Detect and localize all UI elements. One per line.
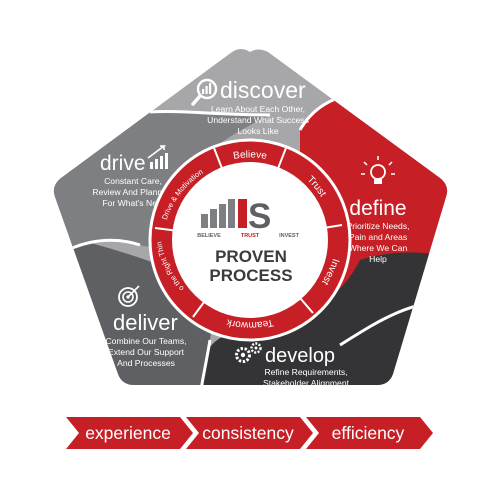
flow-label-experience: experience (85, 423, 171, 443)
gears-icon (235, 342, 262, 363)
define-title: define (349, 197, 406, 220)
deliver-title: deliver (113, 310, 178, 335)
center-title-line-2: PROCESS (209, 266, 292, 285)
develop-title: develop (265, 345, 335, 367)
flow-chevron-1 (66, 417, 193, 449)
mis-logo: S (201, 197, 271, 236)
deliver-desc-line-2: Extend Our Support (108, 347, 185, 357)
divider-drive-discover (149, 110, 271, 117)
drive-desc-line-2: Review And Planning (92, 187, 173, 197)
center-title-line-1: PROVEN (215, 247, 287, 266)
discover-desc-line-3: Looks Like (237, 126, 278, 136)
define-desc-line-1: Prioritize Needs, (346, 221, 409, 231)
define-desc-line-3: Where We Can (349, 243, 408, 253)
discover-block: discover Learn About Each Other, Underst… (191, 77, 309, 136)
develop-desc-line-2: Stakeholder Alignment (263, 378, 350, 388)
define-desc-line-2: Pain and Areas (349, 232, 407, 242)
target-icon (118, 285, 140, 307)
drive-desc-line-3: For What's Next (102, 198, 164, 208)
drive-segment (53, 111, 270, 270)
develop-block: develop Refine Requirements, Stakeholder… (235, 342, 350, 388)
tagline-invest: INVEST (279, 233, 300, 239)
drive-block: drive Constant Care, Review And Planning… (92, 145, 174, 208)
define-desc-line-4: Help (369, 254, 387, 264)
flow-label-efficiency: efficiency (332, 423, 405, 443)
divider-develop-deliver (198, 339, 212, 385)
logo-letters: S (248, 197, 271, 236)
discover-title: discover (220, 77, 306, 103)
flow-chevron-3 (306, 417, 433, 449)
develop-desc-line-1: Refine Requirements, (264, 367, 347, 377)
drive-title: drive (100, 152, 146, 175)
bar-chart-icon (147, 145, 168, 169)
flow-chevron-2 (186, 417, 313, 449)
center-disc (172, 162, 328, 318)
deliver-desc-line-1: Combine Our Teams, (105, 336, 186, 346)
discover-desc-line-1: Learn About Each Other, (211, 104, 305, 114)
ring-label-believe: Believe (232, 149, 268, 162)
deliver-desc-line-3: And Processes (117, 358, 175, 368)
lightbulb-icon (361, 156, 395, 184)
define-block: define Prioritize Needs, Pain and Areas … (346, 156, 410, 264)
develop-segment (195, 252, 448, 385)
ring-label-teamwork: Teamwork (225, 316, 275, 330)
magnifier-chart-icon (191, 78, 218, 106)
deliver-block: deliver Combine Our Teams, Extend Our Su… (105, 285, 187, 368)
discover-desc-line-2: Understand What Success (207, 115, 309, 125)
logo-tagline: BELIEVE TRUST INVEST (197, 233, 299, 239)
flow-label-consistency: consistency (202, 423, 294, 443)
tagline-trust: TRUST (241, 233, 260, 239)
divider-deliver-drive (53, 238, 141, 272)
tagline-believe: BELIEVE (197, 233, 221, 239)
flow-banner: experience consistency efficiency (66, 417, 433, 449)
drive-desc-line-1: Constant Care, (104, 176, 162, 186)
